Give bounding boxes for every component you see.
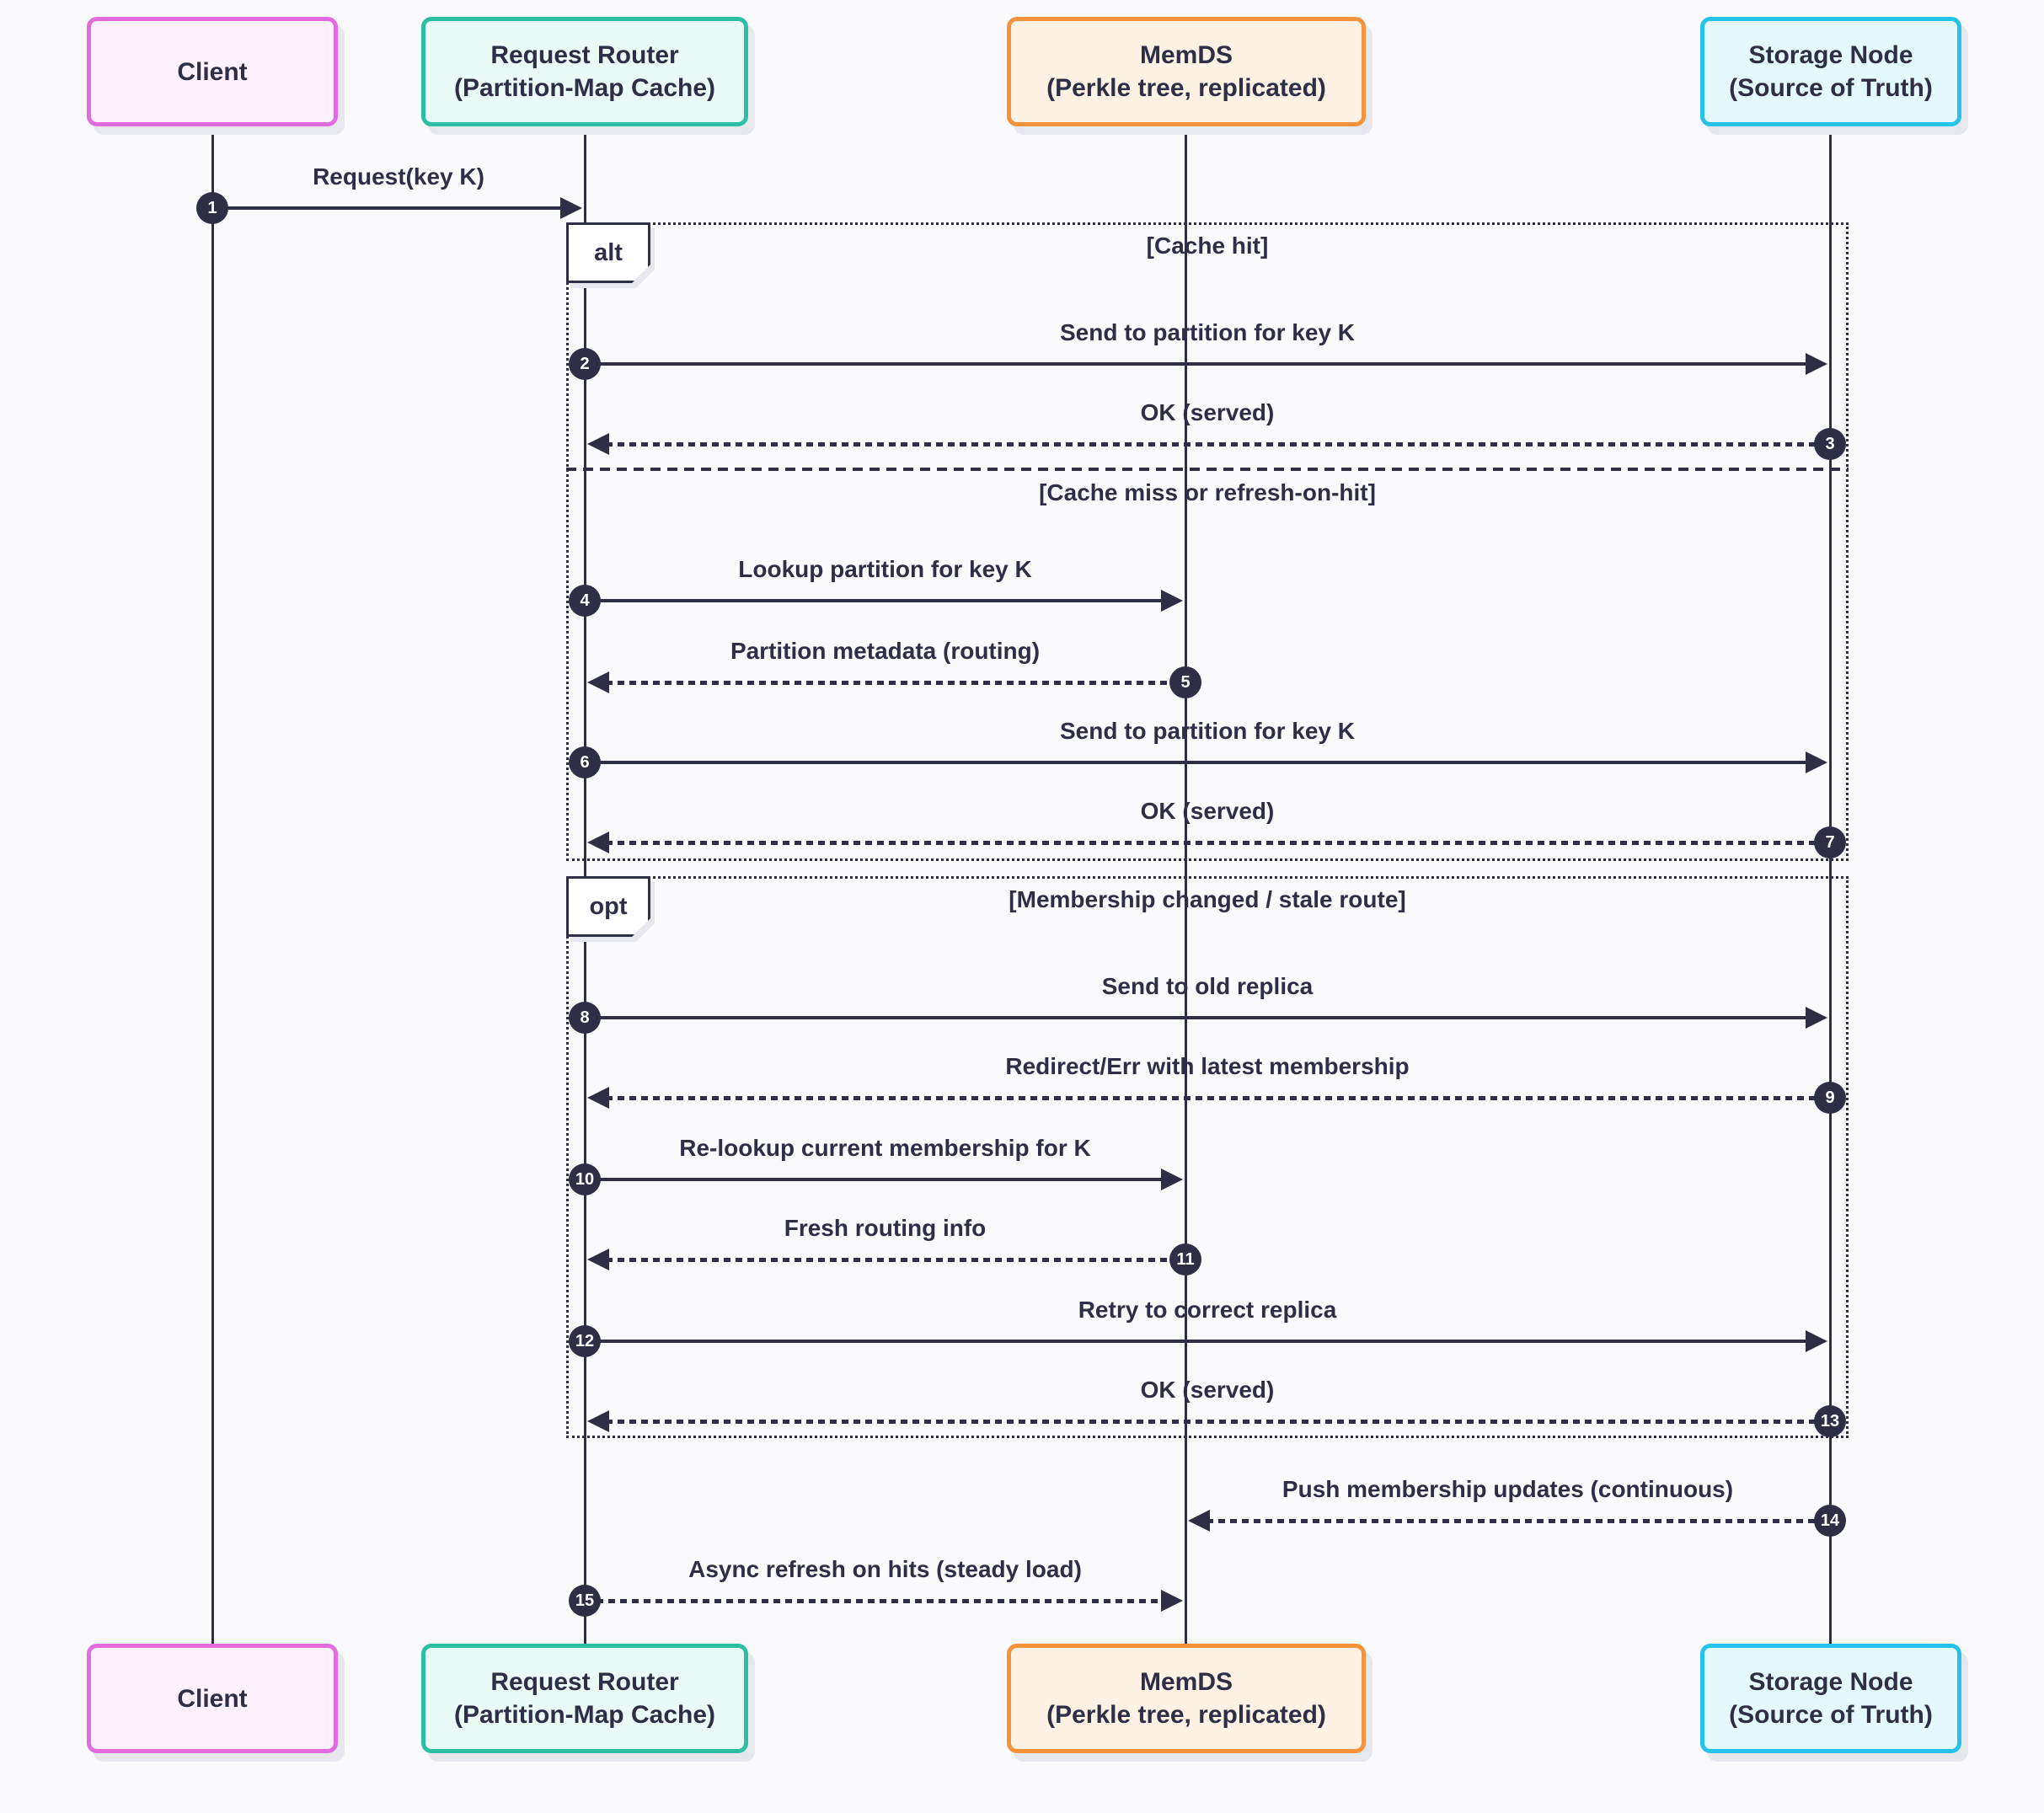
participant-box-router-top: Request Router (Partition-Map Cache) (421, 17, 748, 126)
participant-label: Request Router (490, 41, 679, 69)
message-line-solid (585, 1016, 1809, 1019)
participant-box-client-bottom: Client (87, 1644, 338, 1753)
arrowhead-icon (587, 1249, 609, 1270)
sequence-number-badge: 8 (569, 1002, 601, 1034)
guard-label: [Membership changed / stale route] (1009, 886, 1406, 912)
frame-section-divider (566, 468, 1849, 471)
arrowhead-icon (560, 197, 582, 219)
participant-box-storage-bottom: Storage Node (Source of Truth) (1700, 1644, 1961, 1753)
participant-label: Storage Node (1748, 41, 1913, 69)
message-line-solid (585, 599, 1164, 602)
participant-label: (Perkle tree, replicated) (1046, 74, 1326, 102)
arrowhead-icon (1161, 1169, 1183, 1190)
alt-frame (566, 222, 1849, 861)
participant-label: MemDS (1139, 41, 1233, 69)
sequence-number-badge: 12 (569, 1325, 601, 1357)
message-line-dotted (606, 1258, 1185, 1262)
sequence-number-badge: 2 (569, 348, 601, 380)
frame-type-label: alt (566, 222, 650, 283)
arrowhead-icon (1806, 353, 1827, 375)
sequence-number-badge: 6 (569, 746, 601, 778)
message-label: OK (served) (1140, 798, 1275, 824)
frame-label-container: opt (566, 876, 650, 937)
message-line-dotted (1207, 1519, 1830, 1523)
arrowhead-icon (587, 1410, 609, 1432)
message-label: Fresh routing info (784, 1215, 987, 1241)
participant-label: Client (177, 57, 248, 86)
message-label: Send to partition for key K (1059, 319, 1356, 345)
participant-label: (Partition-Map Cache) (453, 1701, 716, 1729)
message-label: Retry to correct replica (1078, 1297, 1337, 1323)
participant-label: Storage Node (1748, 1668, 1913, 1696)
arrowhead-icon (587, 1087, 609, 1109)
arrowhead-icon (1161, 1590, 1183, 1612)
sequence-number-badge: 11 (1169, 1243, 1201, 1276)
message-label: Partition metadata (routing) (730, 638, 1041, 664)
guard-label: [Cache hit] (1146, 233, 1269, 259)
message-label: OK (served) (1140, 1377, 1275, 1403)
message-label: Lookup partition for key K (738, 556, 1032, 582)
message-label: Send to partition for key K (1059, 718, 1356, 744)
sequence-number-badge: 4 (569, 585, 601, 617)
arrowhead-icon (587, 832, 609, 853)
sequence-number-badge: 10 (569, 1163, 601, 1195)
message-label: Redirect/Err with latest membership (1005, 1053, 1410, 1079)
participant-label: (Partition-Map Cache) (453, 74, 716, 102)
message-label: Push membership updates (continuous) (1282, 1476, 1734, 1502)
message-line-dotted (606, 681, 1185, 685)
message-label: Async refresh on hits (steady load) (688, 1556, 1082, 1582)
participant-label: Client (177, 1684, 248, 1713)
arrowhead-icon (1188, 1510, 1210, 1532)
participant-box-client-top: Client (87, 17, 338, 126)
sequence-number-badge: 5 (1169, 666, 1201, 698)
participant-label: (Source of Truth) (1729, 74, 1933, 102)
arrowhead-icon (1806, 1330, 1827, 1352)
sequence-number-badge: 3 (1814, 428, 1846, 460)
sequence-number-badge: 14 (1814, 1505, 1846, 1537)
message-line-dotted (606, 841, 1830, 845)
participant-label: MemDS (1139, 1668, 1233, 1696)
lifeline-memds (1184, 126, 1187, 1644)
frame-type-label: opt (566, 876, 650, 937)
message-line-solid (585, 362, 1809, 366)
participant-box-memds-bottom: MemDS (Perkle tree, replicated) (1007, 1644, 1366, 1753)
sequence-number-badge: 15 (569, 1585, 601, 1617)
arrowhead-icon (1806, 1007, 1827, 1029)
lifeline-client (211, 126, 214, 1644)
participant-box-router-bottom: Request Router (Partition-Map Cache) (421, 1644, 748, 1753)
frame-label-container: alt (566, 222, 650, 283)
participant-box-memds-top: MemDS (Perkle tree, replicated) (1007, 17, 1366, 126)
message-label: Send to old replica (1101, 973, 1314, 999)
message-label: Re-lookup current membership for K (679, 1135, 1091, 1161)
message-line-dotted (606, 1096, 1830, 1100)
participant-label: (Perkle tree, replicated) (1046, 1701, 1326, 1729)
message-label: OK (served) (1140, 399, 1275, 425)
participant-label: Request Router (490, 1668, 679, 1696)
message-line-solid (585, 1178, 1164, 1181)
sequence-number-badge: 1 (196, 192, 228, 224)
arrowhead-icon (1161, 590, 1183, 612)
sequence-number-badge: 9 (1814, 1082, 1846, 1114)
participant-label: (Source of Truth) (1729, 1701, 1933, 1729)
lifeline-storage (1828, 126, 1832, 1644)
message-label: Request(key K) (313, 163, 484, 190)
message-line-dotted (585, 1599, 1164, 1603)
message-line-dotted (606, 1420, 1830, 1424)
message-line-solid (212, 206, 564, 210)
participant-box-storage-top: Storage Node (Source of Truth) (1700, 17, 1961, 126)
opt-frame (566, 876, 1849, 1438)
arrowhead-icon (587, 671, 609, 693)
arrowhead-icon (587, 433, 609, 455)
message-line-solid (585, 761, 1809, 764)
sequence-number-badge: 13 (1814, 1405, 1846, 1437)
arrowhead-icon (1806, 751, 1827, 773)
message-line-solid (585, 1340, 1809, 1343)
guard-label: [Cache miss or refresh-on-hit] (1039, 479, 1376, 505)
message-line-dotted (606, 442, 1830, 447)
sequence-number-badge: 7 (1814, 826, 1846, 858)
